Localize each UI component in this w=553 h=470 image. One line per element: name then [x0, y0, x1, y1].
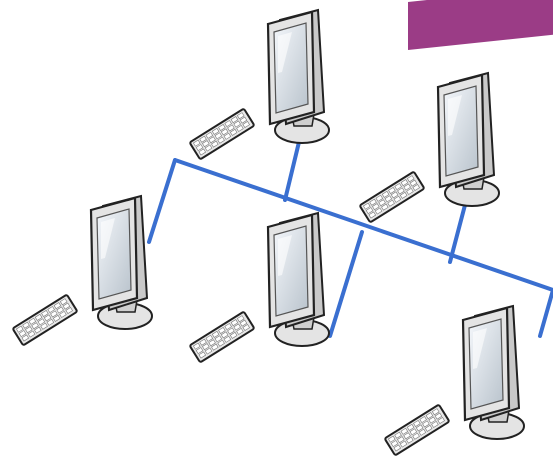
keyboard-icon [360, 172, 425, 223]
computer-icon [13, 196, 152, 345]
bus-left-stub [149, 160, 175, 242]
keyboard-icon [385, 405, 450, 456]
computer-node-2 [360, 73, 499, 222]
drop-line-4 [540, 290, 553, 336]
computer-node-4 [190, 213, 329, 362]
drop-line-3 [330, 232, 362, 336]
computer-node-3 [13, 196, 152, 345]
keyboard-icon [190, 109, 255, 160]
computer-icon [190, 10, 329, 159]
computer-icon [385, 306, 524, 455]
computer-icon [190, 213, 329, 362]
drop-line-1 [285, 142, 299, 200]
bus-backbone [175, 160, 553, 290]
computer-node-1 [190, 10, 329, 159]
keyboard-icon [13, 295, 78, 346]
keyboard-icon [190, 312, 255, 363]
drop-line-2 [450, 205, 465, 262]
computer-icon [360, 73, 499, 222]
computer-node-5 [385, 306, 524, 455]
